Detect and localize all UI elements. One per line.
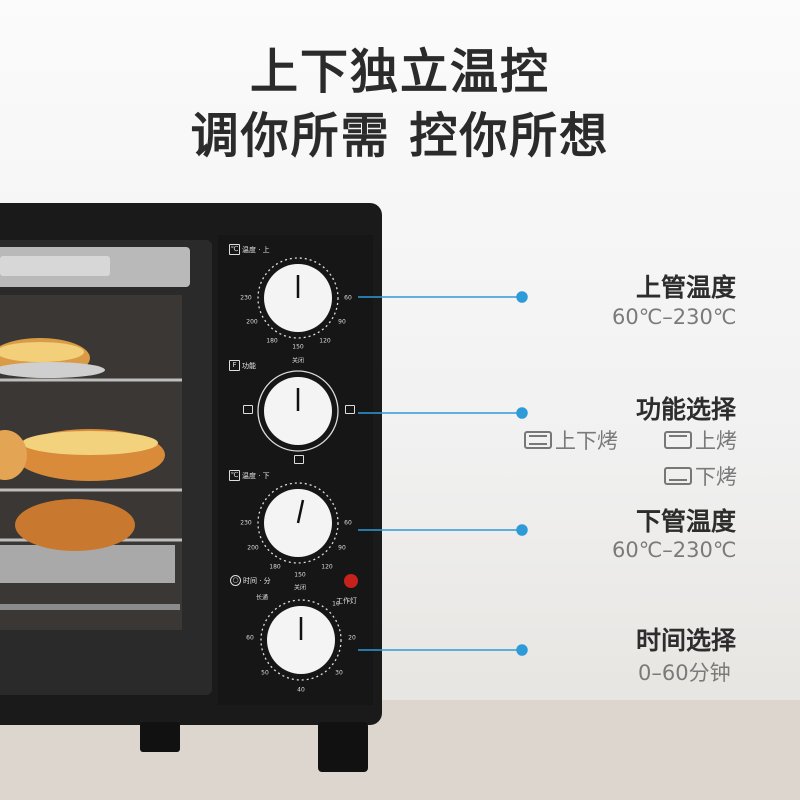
tick-label: 180: [266, 337, 278, 345]
bun: [15, 499, 135, 551]
tick-label: 20: [348, 634, 356, 642]
tick-label: 230: [240, 519, 252, 527]
tick-label: 120: [321, 563, 333, 571]
tick-label: 60: [246, 634, 254, 642]
headline-line-1: 上下独立温控: [249, 44, 550, 100]
lower-temp-range: 60℃–230℃: [612, 538, 737, 562]
upper-temp-title: 上管温度: [636, 273, 737, 302]
tick-label: 10: [332, 600, 340, 608]
bread-topping: [0, 342, 84, 362]
tick-label: 长通: [255, 594, 269, 602]
function-icon: F: [229, 360, 240, 371]
tick-label: 90: [338, 544, 346, 552]
tick-label: 120: [319, 337, 331, 345]
timer-title: 时间选择: [636, 626, 737, 655]
mode-bottom: 下烤: [664, 461, 737, 491]
tick-label: 200: [246, 318, 258, 326]
bottom-heat-icon: [294, 455, 304, 464]
work-lamp: [344, 574, 358, 588]
tick-label: 60: [344, 519, 352, 527]
oven-foot: [140, 722, 180, 752]
tick-label: 150: [294, 571, 306, 579]
tick-label: 150: [292, 343, 304, 351]
headline-line-2: 调你所需 控你所想: [190, 108, 610, 164]
mode-label: 下烤: [695, 465, 737, 489]
lower-temp-title: 下管温度: [636, 507, 737, 536]
mode-label: 上烤: [695, 429, 737, 453]
upper-temp-range: 60℃–230℃: [612, 305, 737, 329]
timer-range: 0–60分钟: [638, 661, 731, 685]
callout-dot-timer: [516, 644, 528, 656]
callout-dot-lower: [516, 524, 528, 536]
tick-label: 60: [344, 294, 352, 302]
tick-label: 30: [335, 669, 343, 677]
tick-label: 40: [297, 686, 305, 694]
top-bottom-heat-icon: [243, 405, 253, 414]
bread: [0, 430, 27, 480]
clock-icon: ○: [230, 575, 241, 586]
mode-top: 上烤: [664, 425, 737, 455]
work-lamp-label: 工作灯: [336, 597, 357, 605]
bread-topping: [22, 431, 158, 455]
tick-label: 200: [247, 544, 259, 552]
lower-rack: [0, 604, 180, 610]
plate: [0, 362, 105, 378]
tick-label: 关闭: [291, 357, 305, 365]
oven-foot: [318, 722, 368, 772]
timer-label: 时间 · 分: [243, 577, 271, 585]
function-knob[interactable]: [257, 370, 339, 452]
top-bottom-heat-icon: [524, 431, 552, 449]
mode-label: 上下烤: [555, 429, 618, 453]
mode-top-bottom: 上下烤: [524, 425, 618, 455]
upper-temp-label: 温度 · 上: [242, 246, 270, 254]
top-heat-icon: [664, 431, 692, 449]
bottom-heat-icon: [664, 467, 692, 485]
tick-label: 90: [338, 318, 346, 326]
callout-dot-function: [516, 407, 528, 419]
top-heat-icon: [345, 405, 355, 414]
tick-label: 50: [261, 669, 269, 677]
tick-label: 180: [269, 563, 281, 571]
lower-temp-knob[interactable]: [257, 482, 339, 564]
tick-label: 关闭: [293, 584, 307, 592]
thermometer-icon: ℃: [229, 470, 240, 481]
baking-tray: [0, 545, 175, 583]
door-handle-highlight: [0, 256, 110, 276]
upper-temp-knob[interactable]: [257, 257, 339, 339]
thermometer-icon: ℃: [229, 244, 240, 255]
function-title: 功能选择: [636, 395, 737, 424]
callout-dot-upper: [516, 291, 528, 303]
lower-temp-label: 温度 · 下: [242, 472, 270, 480]
function-label: 功能: [242, 362, 256, 370]
tick-label: 230: [240, 294, 252, 302]
timer-knob[interactable]: [260, 599, 342, 681]
